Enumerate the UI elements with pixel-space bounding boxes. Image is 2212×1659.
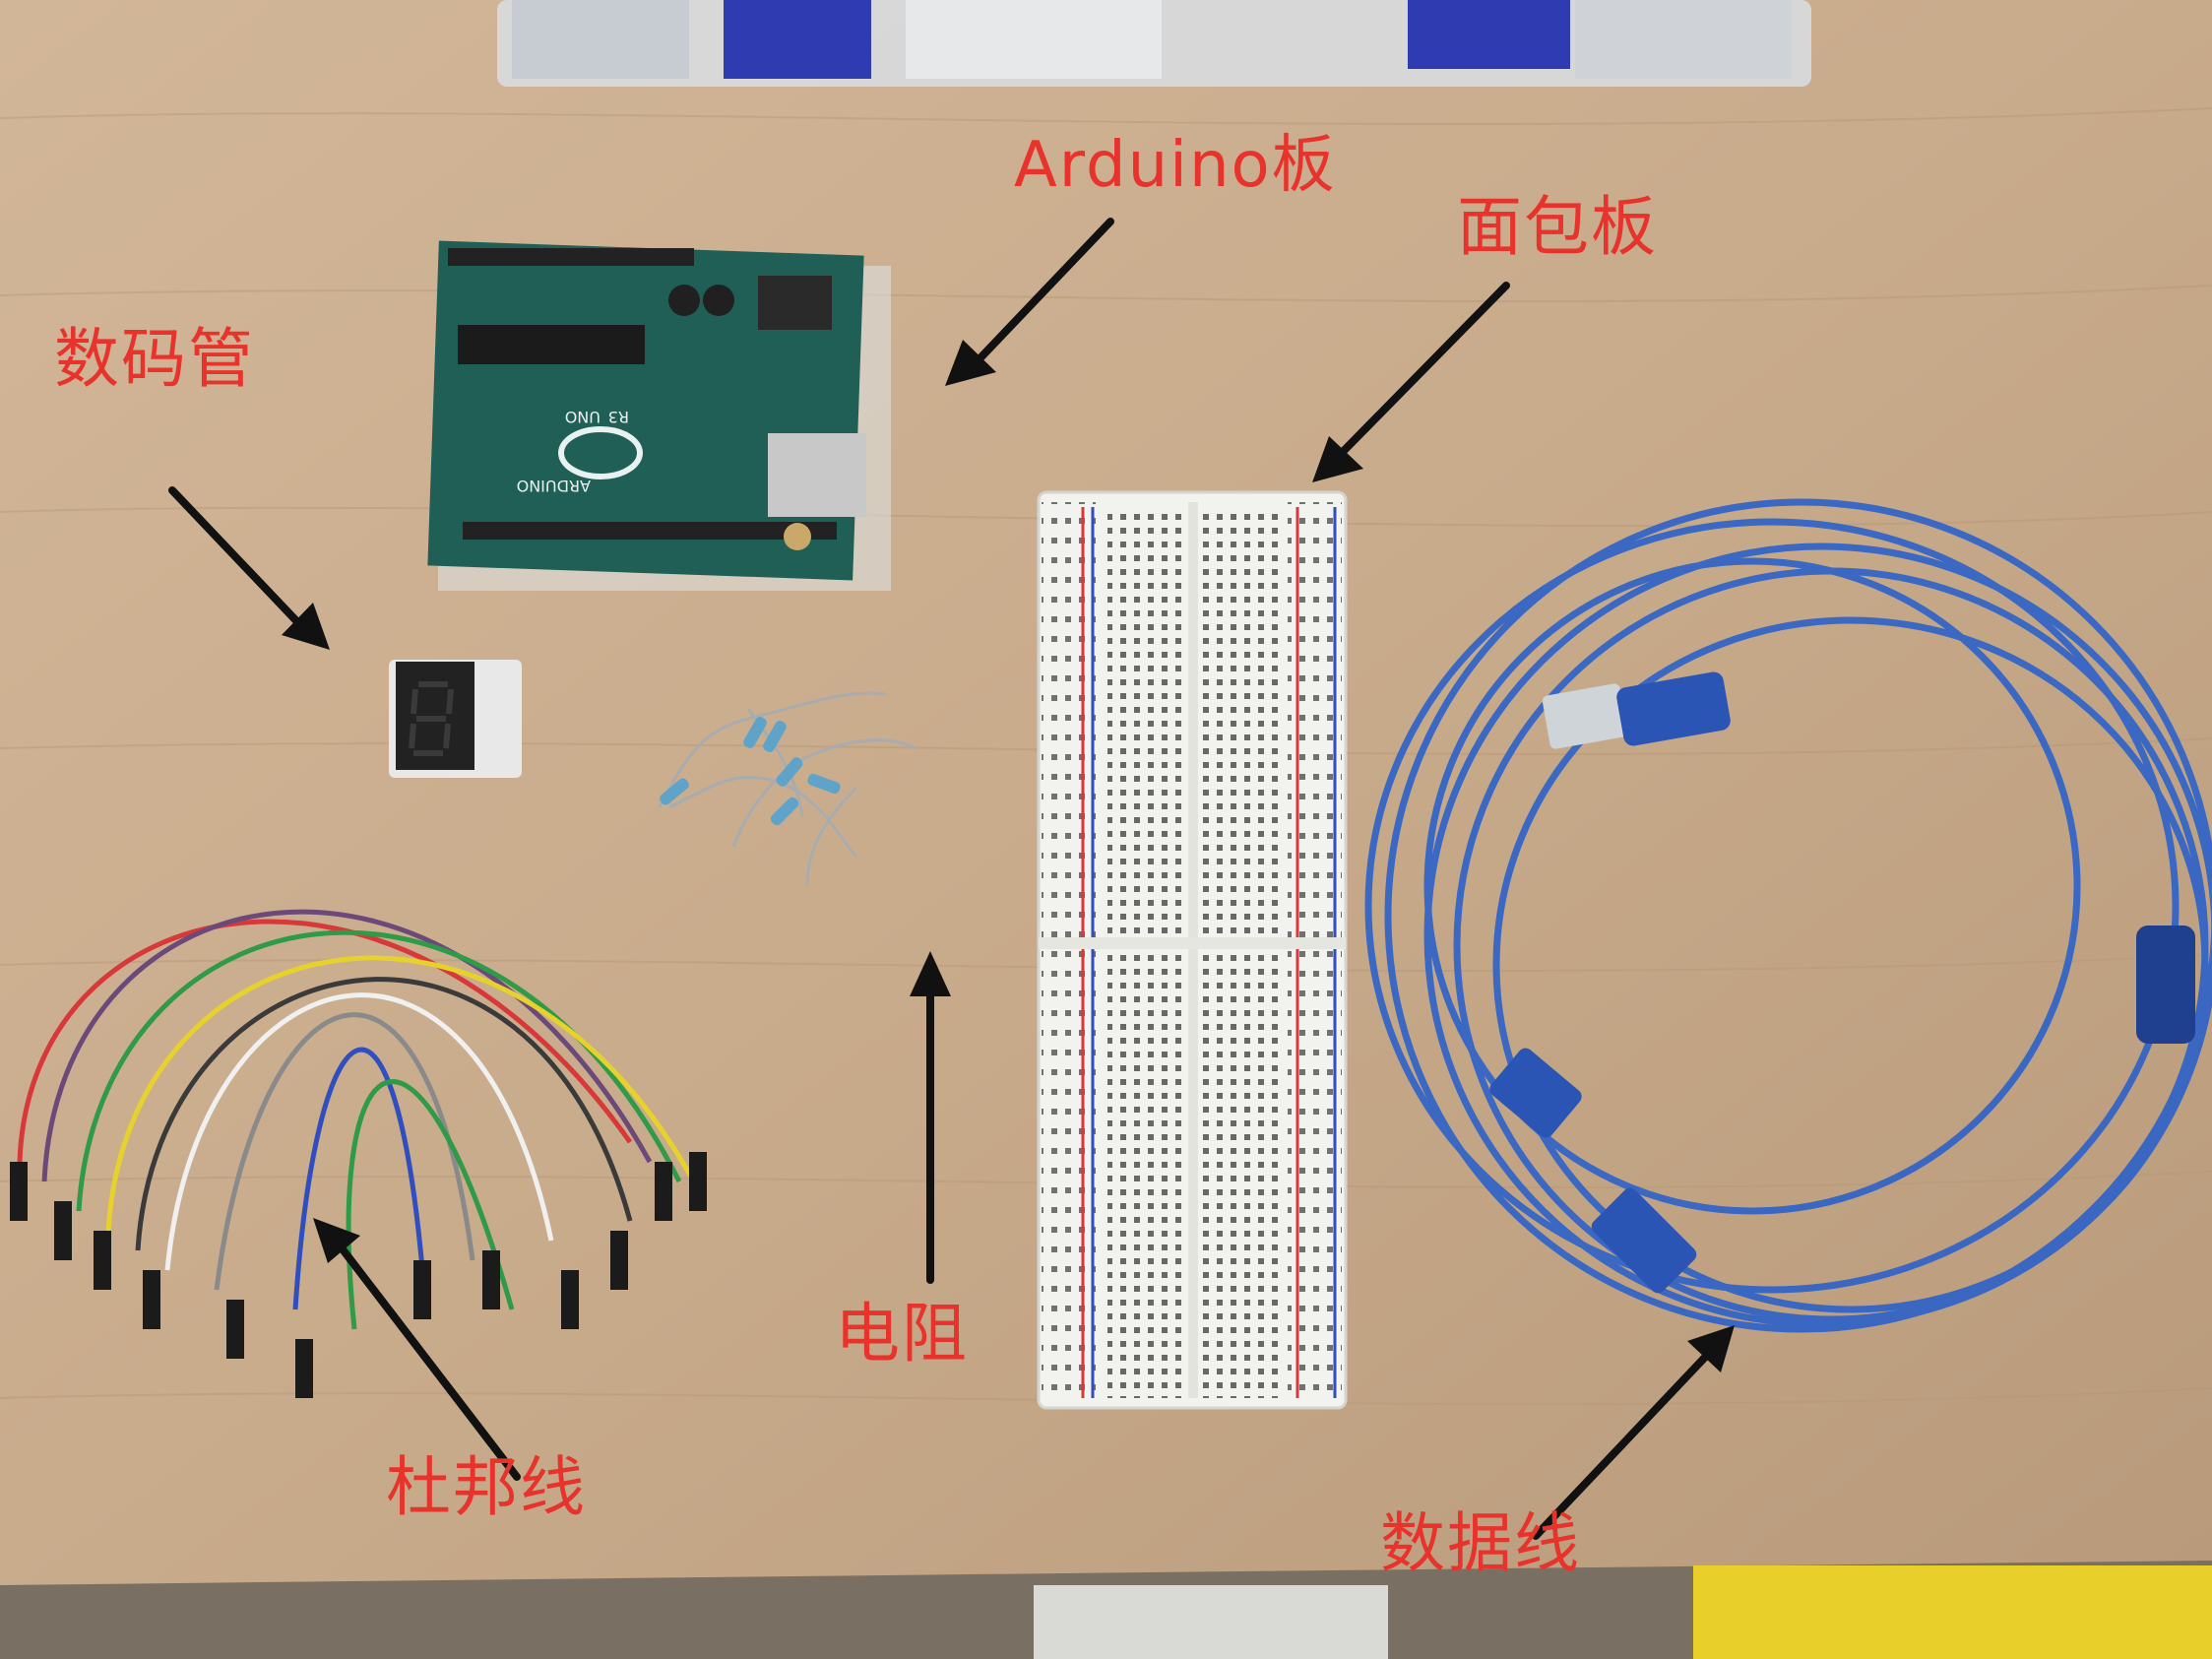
label-usb-cable: 数据线 — [1380, 1505, 1581, 1581]
label-arduino-board: Arduino板 — [1014, 129, 1337, 202]
storage-box — [497, 0, 1811, 87]
arrow-to-resistors — [910, 951, 951, 1284]
yellow-object — [1693, 1565, 2212, 1659]
arduino-model-text: UNO — [565, 408, 600, 426]
label-resistor: 电阻 — [835, 1296, 969, 1372]
label-segment-display: 数码管 — [54, 321, 255, 397]
label-jumper-wires: 杜邦线 — [386, 1449, 587, 1525]
breadboard — [1037, 490, 1348, 1410]
arduino-revision-text: R3 — [608, 408, 629, 426]
arduino-brand-text: ARDUINO — [517, 477, 591, 495]
label-breadboard: 面包板 — [1457, 189, 1658, 265]
arrows — [168, 218, 1735, 1540]
resistors — [658, 691, 916, 887]
arrow-to-jumper-wires — [313, 1218, 521, 1481]
arrow-to-arduino — [945, 218, 1114, 386]
usb-cable — [1364, 498, 2212, 1333]
floor-item — [1034, 1585, 1388, 1659]
jumper-wires — [17, 909, 702, 1330]
segment-display — [389, 660, 522, 778]
arrow-to-segment-display — [168, 486, 330, 650]
arduino-board: ARDUINO UNO R3 — [427, 240, 891, 591]
jumper-pins — [10, 1152, 707, 1398]
arrow-to-usb-cable — [1532, 1325, 1735, 1540]
usb-connectors — [1489, 671, 2195, 1294]
arrow-to-breadboard — [1312, 282, 1510, 482]
